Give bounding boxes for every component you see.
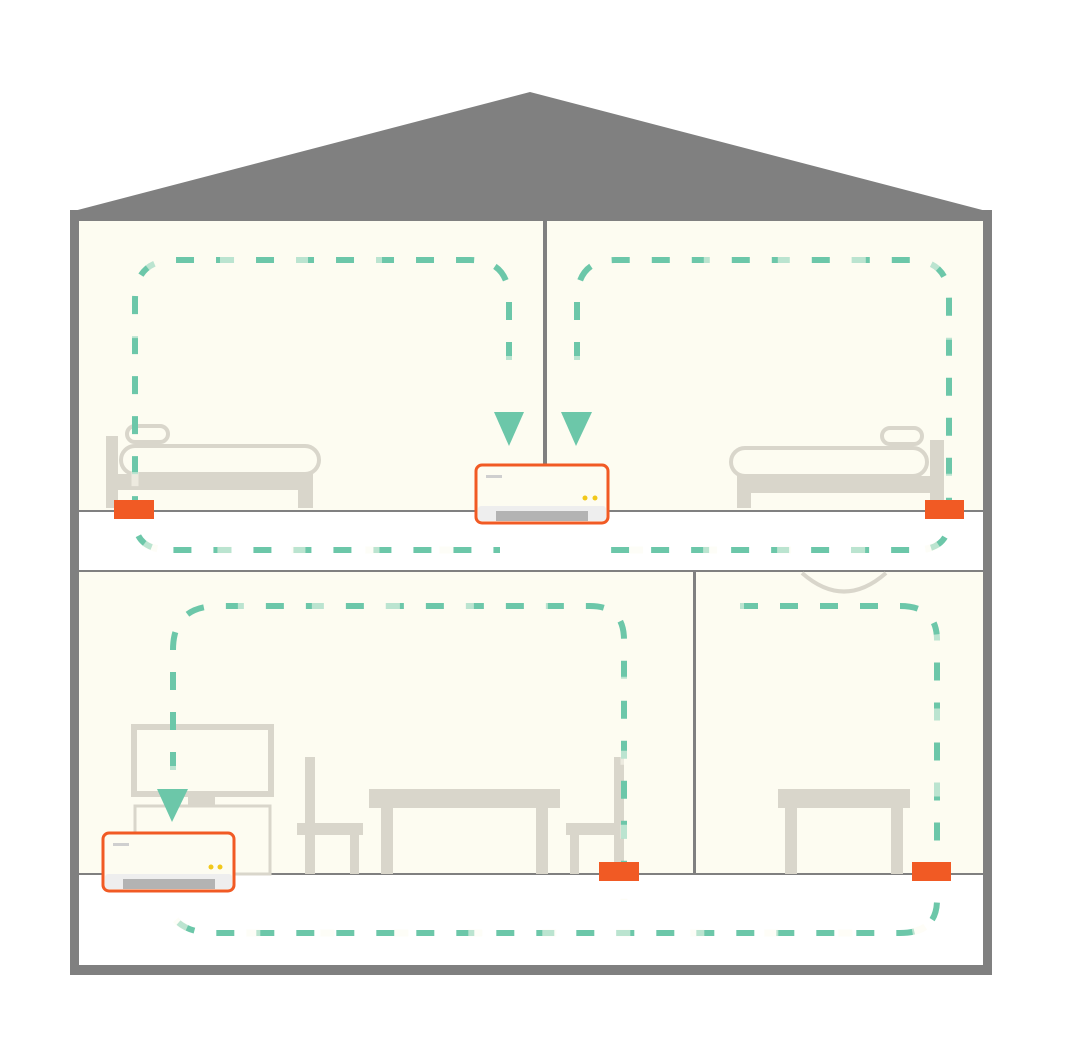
- airflow-path: [132, 257, 512, 553]
- down-arrow-icon: [494, 412, 524, 446]
- down-arrow-icon: [561, 412, 592, 446]
- ground-floor-line: [79, 873, 983, 875]
- ceiling-light-icon: [800, 571, 888, 594]
- table-icon: [778, 789, 910, 874]
- floor-vent-icon: [114, 500, 154, 519]
- airflow-path: [170, 603, 627, 900]
- table-icon: [369, 789, 560, 874]
- ground-wall-divider: [693, 572, 696, 874]
- hvac-unit-icon: [474, 463, 610, 525]
- down-arrow-icon: [157, 789, 188, 822]
- upper-wall-divider: [543, 221, 547, 511]
- floor-vent-icon: [925, 500, 964, 519]
- floor-vent-icon: [912, 862, 951, 881]
- floor-vent-icon: [599, 862, 639, 881]
- floor-divider: [70, 570, 992, 572]
- chair-icon: [566, 757, 624, 874]
- hvac-unit-icon: [101, 831, 236, 893]
- bed-icon: [729, 426, 944, 508]
- chair-icon: [297, 757, 363, 874]
- roof: [70, 92, 990, 212]
- airflow-fade: [131, 256, 953, 937]
